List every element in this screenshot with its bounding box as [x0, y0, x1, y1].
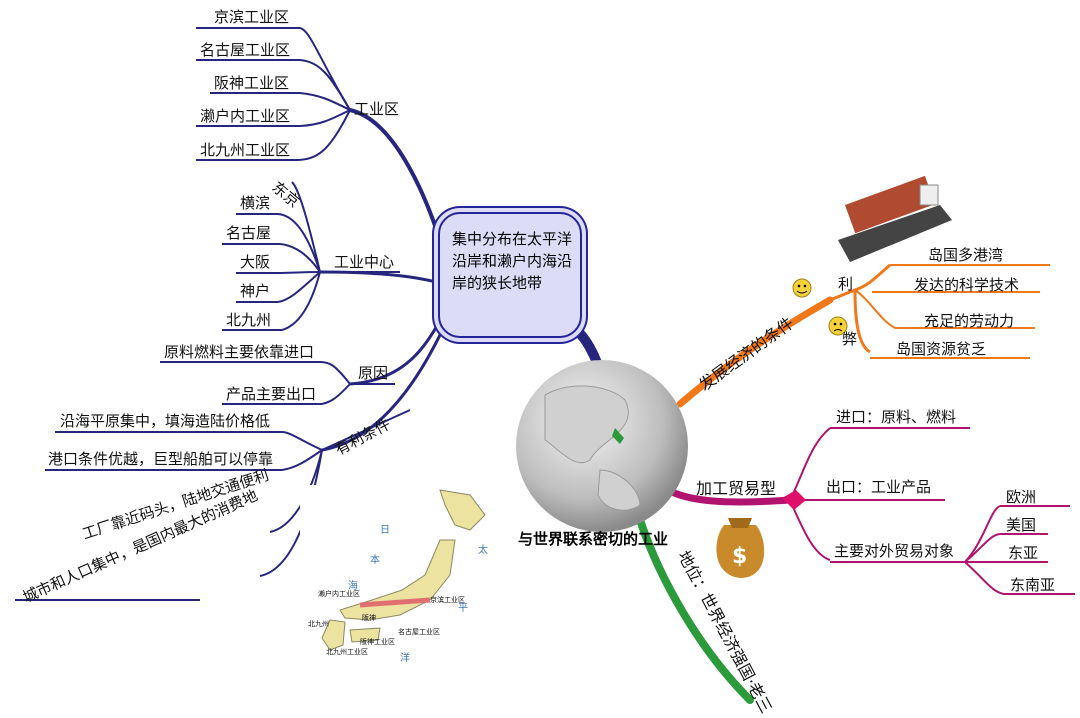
center-item: 名古屋	[226, 224, 272, 242]
trade-partner: 美国	[1006, 516, 1037, 534]
center-item: 横滨	[240, 194, 271, 212]
gem-icon	[782, 490, 806, 510]
centers-label: 工业中心	[334, 253, 395, 271]
reason-item: 原料燃料主要依靠进口	[164, 343, 315, 361]
worried-face-icon	[828, 316, 848, 336]
favorable-item: 沿海平原集中，填海造陆价格低	[60, 412, 271, 430]
trade-label: 加工贸易型	[696, 479, 777, 498]
trade-import: 进口：原料、燃料	[836, 408, 957, 426]
map-zone-label: 北九州	[308, 620, 329, 628]
economy-con-item: 岛国资源贫乏	[896, 340, 987, 358]
map-sea-word: 海	[348, 581, 358, 592]
economy-pro-label: 利	[838, 275, 854, 293]
map-zone-label: 名古屋工业区	[398, 628, 440, 636]
container-ship-image	[838, 175, 952, 262]
svg-text:$: $	[732, 544, 747, 569]
trade-partner: 欧洲	[1006, 488, 1037, 506]
centers-branch-lines	[222, 181, 449, 331]
map-zone-label: 京滨工业区	[430, 596, 465, 604]
reasons-label: 原因	[358, 364, 389, 382]
map-sea-word: 日	[380, 525, 390, 536]
distribution-cloud	[438, 212, 582, 338]
globe-image	[516, 360, 688, 532]
map-sea-word: 平	[458, 603, 468, 614]
map-zone-label: 北九州工业区	[326, 648, 368, 656]
map-zone-label: 阪神	[362, 614, 376, 622]
map-sea-word: 太	[478, 545, 488, 556]
reason-item: 产品主要出口	[226, 385, 317, 403]
favorable-branch-lines	[15, 317, 450, 601]
trade-partner: 东南亚	[1010, 576, 1056, 594]
map-zone-label: 阪神工业区	[360, 638, 395, 646]
map-sea-word: 洋	[400, 653, 410, 664]
japan-map-image	[300, 485, 510, 660]
center-item: 北九州	[226, 311, 272, 329]
trade-branch-lines	[668, 427, 1075, 595]
center-item: 神户	[240, 282, 271, 300]
favorable-item: 港口条件优越，巨型船舶可以停靠	[48, 450, 274, 468]
center-item: 大阪	[240, 253, 271, 271]
zone-item: 濑户内工业区	[200, 107, 291, 125]
distribution-text: 集中分布在太平洋沿岸和濑户内海沿岸的狭长地带	[452, 230, 573, 292]
economy-branch-lines	[676, 263, 1050, 408]
map-zone-label: 濑户内工业区	[318, 590, 360, 598]
economy-pro-item: 岛国多港湾	[928, 246, 1004, 264]
economy-pro-item: 充足的劳动力	[924, 312, 1015, 330]
zones-label: 工业区	[354, 100, 400, 118]
zone-item: 北九州工业区	[200, 141, 291, 159]
map-sea-word: 本	[370, 555, 380, 566]
trade-partner: 东亚	[1008, 544, 1039, 562]
center-title: 与世界联系密切的工业	[518, 530, 669, 548]
smile-icon	[792, 278, 812, 298]
zone-item: 阪神工业区	[214, 74, 290, 92]
economy-con-label: 弊	[842, 330, 858, 348]
trade-partners-label: 主要对外贸易对象	[834, 542, 955, 560]
status-branch-line	[636, 516, 754, 704]
zone-item: 京滨工业区	[214, 8, 290, 26]
economy-pro-item: 发达的科学技术	[914, 276, 1020, 294]
trade-export: 出口：工业产品	[826, 478, 932, 496]
money-bag-icon: $	[716, 518, 765, 578]
zone-item: 名古屋工业区	[200, 41, 291, 59]
